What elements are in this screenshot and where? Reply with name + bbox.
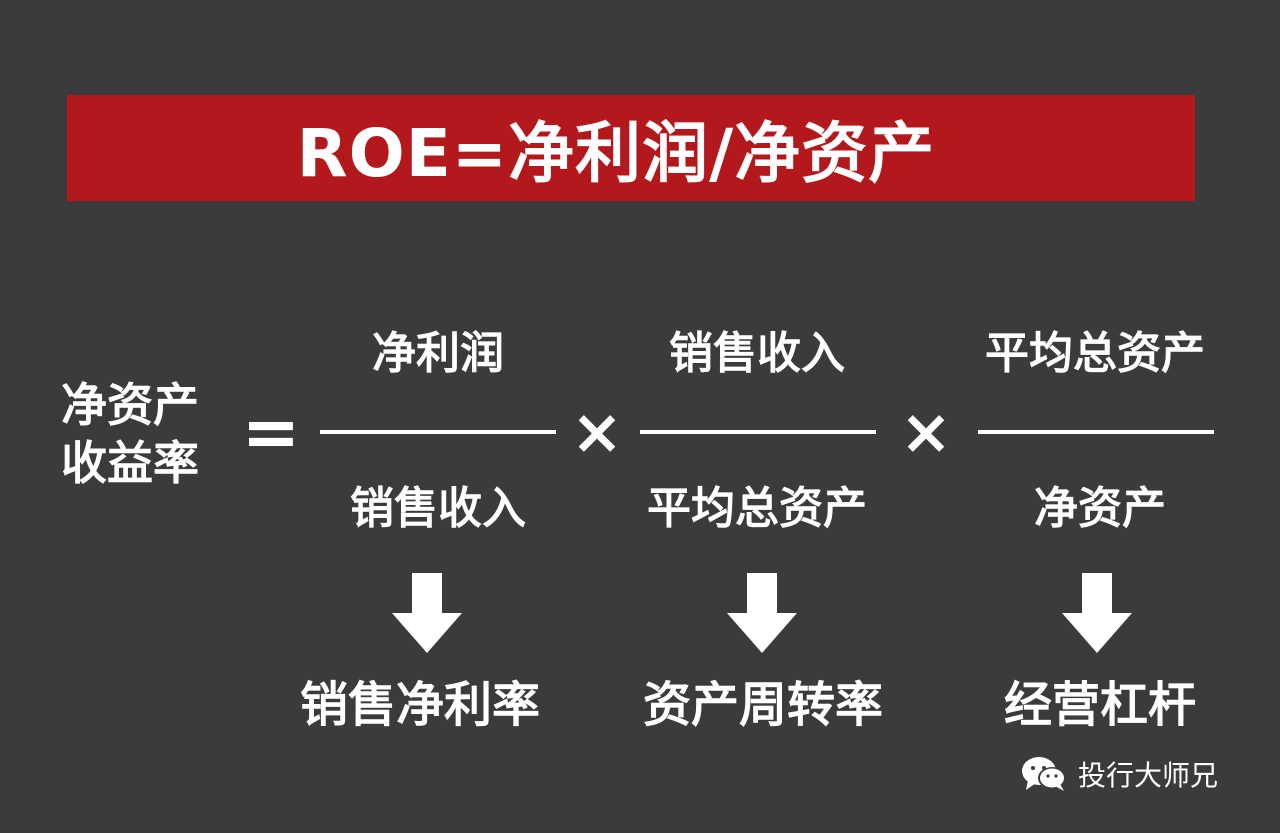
formula-title: ROE=净利润/净资产 (296, 115, 936, 192)
factor-3-result: 经营杠杆 (1003, 677, 1196, 733)
factor-1-numerator: 净利润 (372, 328, 504, 379)
factor-3-fraction-line (978, 430, 1214, 434)
lhs-line-1: 净资产 (61, 378, 199, 432)
watermark: 投行大师兄 (1020, 752, 1218, 796)
title-bar: ROE=净利润/净资产 (67, 95, 1195, 201)
factor-2-denominator: 平均总资产 (647, 483, 867, 534)
times-sign-2: × (900, 395, 952, 468)
factor-2-result: 资产周转率 (642, 677, 883, 733)
factor-1-result: 销售净利率 (299, 677, 540, 733)
lhs-term: 净资产 收益率 (40, 376, 220, 492)
factor-2-numerator: 销售收入 (669, 328, 845, 379)
factor-1-down-arrow-icon (392, 573, 462, 653)
lhs-line-2: 收益率 (61, 436, 199, 490)
factor-1-fraction-line (320, 430, 556, 434)
wechat-icon (1022, 757, 1066, 791)
equals-sign: = (241, 391, 301, 473)
watermark-text: 投行大师兄 (1078, 759, 1219, 792)
factor-2-down-arrow-icon (727, 573, 797, 653)
factor-3-denominator: 净资产 (1034, 483, 1166, 534)
factor-2-fraction-line (640, 430, 876, 434)
times-sign-1: × (571, 395, 623, 468)
factor-3-down-arrow-icon (1062, 573, 1132, 653)
factor-1-denominator: 销售收入 (350, 483, 526, 534)
factor-3-numerator: 平均总资产 (985, 328, 1205, 379)
